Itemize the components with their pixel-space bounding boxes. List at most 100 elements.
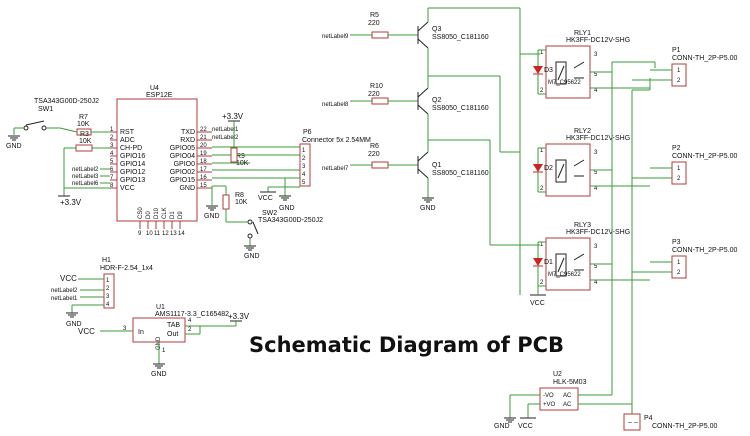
sw1-ref: SW1 (38, 106, 53, 113)
u4-pin-gpio14: GPIO14 (120, 161, 145, 168)
u4-pin-num: 22 (200, 127, 207, 133)
u4-pin-num: 13 (170, 231, 177, 237)
u4-pin-num: 11 (154, 231, 161, 237)
caption: Schematic Diagram of PCB (249, 333, 564, 357)
relay-pin: 5 (594, 170, 598, 176)
relay-part: M7_C95622 (548, 272, 581, 278)
net-label-2b: netLabel2 (212, 135, 239, 141)
r3-resistor: R3 10K (63, 131, 110, 196)
gnd-label-u4: GND (204, 213, 220, 220)
u2-ac2: AC (563, 402, 572, 408)
u4-pin-num: 14 (178, 231, 185, 237)
u4-pin-gpio0: GPIO0 (174, 161, 196, 168)
q1-ref: Q1 (432, 162, 441, 169)
diode-ref: D3 (544, 67, 553, 74)
relay-value: HK3FF-DC12V-SHG (566, 135, 630, 142)
r6-value: 220 (368, 151, 380, 158)
p4-value: CONN-TH_2P-P5.00 (652, 423, 717, 430)
q2-ref: Q2 (432, 97, 441, 104)
r3-ref: R3 (80, 131, 89, 138)
p6-pin: 1 (302, 148, 306, 154)
port-value: CONN-TH_2P-P5.00 (672, 153, 737, 160)
u1-regulator: U1 AMS1117-3.3_C165482 In TAB Out GND 3 … (78, 304, 250, 378)
gnd-label-h1: GND (66, 321, 82, 328)
u1-ref: U1 (156, 304, 165, 311)
q3-ref: Q3 (432, 26, 441, 33)
r3-value: 10K (79, 138, 92, 145)
v33-top: +3.3V (222, 112, 244, 148)
u4-value: ESP12E (146, 92, 173, 99)
q3-value: SS8050_C181160 (432, 34, 489, 41)
p4-connector: ~ ~ P4 CONN-TH_2P-P5.00 (623, 413, 717, 431)
u4-pin-txd: TXD (181, 129, 195, 136)
u1-tab: TAB (167, 322, 180, 329)
svg-text:1: 1 (677, 166, 681, 172)
u4-pin-ch-pd: CH-PD (120, 145, 142, 152)
u4-pin-cs0: CS0 (138, 207, 144, 219)
u4-pin-d0: D0 (146, 211, 152, 219)
relay-pin: 4 (594, 280, 598, 286)
r8-value: 10K (235, 199, 248, 206)
h1-ref: H1 (102, 257, 111, 264)
u4-pin-num: 12 (162, 231, 169, 237)
u4-pin-rxd: RXD (180, 137, 195, 144)
u2-value: HLK-5M03 (553, 379, 587, 386)
u4-pin-clk: CLK (162, 207, 168, 219)
u4-pin-d1: D1 (170, 211, 176, 219)
sw1-value: TSA343G00D-250J2 (34, 98, 99, 105)
relay-pin: 5 (594, 264, 598, 270)
net-label-6: netLabel6 (72, 181, 99, 187)
port-value: CONN-TH_2P-P5.00 (672, 55, 737, 62)
r7-value: 10K (77, 121, 90, 128)
relay-pin: 5 (594, 72, 598, 78)
u4-pin-num: 17 (200, 167, 207, 173)
u4-pin-vcc: VCC (120, 185, 135, 192)
gnd-label-q1: GND (420, 205, 436, 212)
r8-resistor: R8 10K (222, 192, 248, 222)
u4-pin-num: 10 (146, 231, 153, 237)
port-ref: P1 (672, 47, 681, 54)
u4-pin-adc: ADC (120, 137, 135, 144)
relay-ref: RLY1 (574, 30, 591, 37)
port-ref: P2 (672, 145, 681, 152)
q2-net: netLabel8 (322, 102, 349, 108)
r7-ref: R7 (79, 114, 88, 121)
u1-n4: 4 (188, 318, 192, 324)
relay-pin: 1 (540, 50, 544, 56)
q1-transistor: R6 220 netLabel7 Q1 SS8050_C181160 GND (322, 140, 489, 212)
u4-pin-num: 1 (110, 127, 114, 133)
u2-vo-pos: +VO (543, 402, 556, 408)
p6-pin: 4 (302, 172, 306, 178)
u4-pin-gnd: GND (179, 185, 195, 192)
vcc-label-u2: VCC (518, 423, 533, 430)
relay-pin: 1 (540, 242, 544, 248)
h1-pin: 4 (106, 302, 110, 308)
relay-ref: RLY3 (574, 222, 591, 229)
u2-ref: U2 (553, 371, 562, 378)
q1-value: SS8050_C181160 (432, 170, 489, 177)
u2-power-module: U2 HLK-5M03 -VO +VO AC AC GND VCC (494, 371, 632, 430)
p6-pin: 3 (302, 164, 306, 170)
u4-pin-gpio13: GPIO13 (120, 177, 145, 184)
u1-n2: 2 (188, 327, 192, 333)
r9-resistor: R9 10K (230, 147, 300, 167)
p6-ref: P6 (303, 129, 312, 136)
v33-label: +3.3V (60, 198, 82, 207)
u4-pin-num: 7 (110, 175, 114, 181)
relay-pin: 1 (540, 148, 544, 154)
gnd-label-u2: GND (494, 423, 510, 430)
net-label-2: netLabel2 (72, 167, 99, 173)
u1-vcc: VCC (78, 327, 95, 336)
r5-ref: R5 (370, 12, 379, 19)
r7-resistor: R7 10K (59, 114, 110, 136)
u4-left-pins: RST1ADC2CH-PD3GPIO164GPIO145GPIO126GPIO1… (110, 127, 145, 192)
svg-text:1: 1 (677, 68, 681, 74)
gnd-label: GND (6, 143, 22, 150)
v33-left: +3.3V (58, 195, 82, 207)
r10-value: 220 (368, 91, 380, 98)
r8-ref: R8 (235, 192, 244, 199)
relay-2: RLY2HK3FF-DC12V-SHG12354D2P2CONN-TH_2P-P… (533, 128, 737, 197)
